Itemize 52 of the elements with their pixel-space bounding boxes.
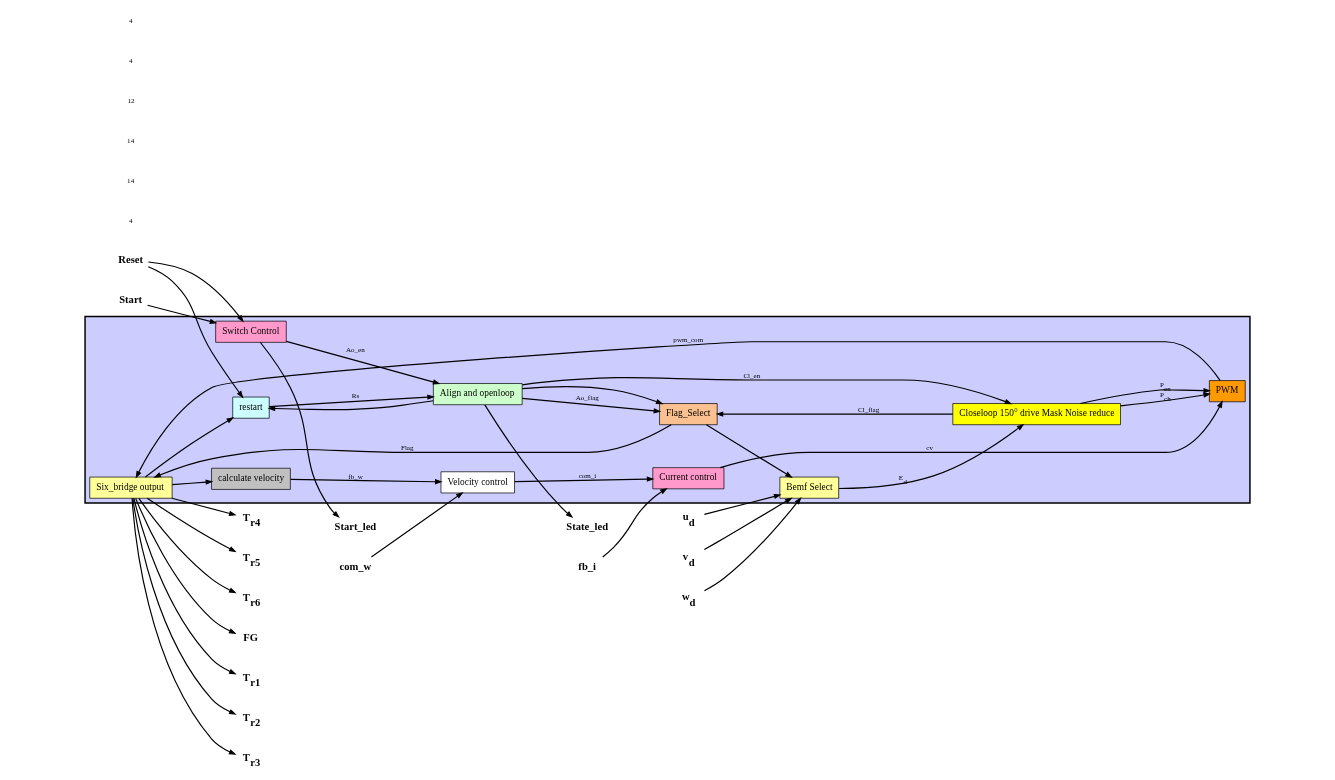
arrow — [144, 417, 235, 478]
node-text: fb_i — [578, 560, 597, 572]
arrow — [153, 424, 672, 478]
arrow — [138, 497, 237, 594]
arrow — [521, 377, 1013, 405]
node-box: Six_bridge output — [89, 476, 173, 499]
arrow — [132, 497, 237, 715]
arrow — [715, 411, 954, 417]
arrow — [146, 304, 218, 324]
arrow — [131, 497, 237, 755]
arrow — [703, 497, 802, 592]
arrow — [602, 487, 668, 558]
node-box: calculate velocity — [211, 467, 291, 490]
arrow — [135, 497, 237, 634]
node-text: Start — [119, 294, 143, 306]
arrow — [838, 423, 1025, 490]
node-box: Current control — [652, 467, 725, 490]
arrow — [147, 261, 244, 323]
node-box: Align and openloop — [433, 383, 523, 406]
arrow — [703, 493, 782, 515]
arrow — [171, 479, 214, 486]
arrow — [514, 476, 655, 483]
arrow — [267, 400, 434, 412]
node-box: restart — [232, 396, 270, 419]
arrow — [370, 491, 464, 558]
arrow — [1120, 392, 1212, 407]
node-box: Bemf Select — [779, 476, 840, 499]
arrow — [705, 424, 793, 478]
arrow — [290, 478, 443, 485]
node-text: Start_led — [334, 520, 377, 532]
node-box: Closeloop 150° drive Mask Noise reduce — [952, 403, 1121, 426]
arrow — [1079, 387, 1212, 405]
arrow — [521, 386, 664, 405]
arrow — [135, 341, 1221, 479]
node-text: com_w — [339, 560, 372, 572]
node-box: Switch Control — [215, 320, 287, 343]
arrow — [268, 394, 435, 408]
arrow — [147, 266, 244, 399]
node-text: Reset — [118, 254, 143, 266]
node-text: State_led — [566, 520, 609, 532]
arrow — [146, 497, 237, 553]
arrow — [285, 340, 441, 385]
node-box: PWM — [1209, 380, 1246, 403]
arrow — [133, 497, 237, 675]
arrow — [259, 341, 340, 519]
arrow — [171, 497, 237, 516]
node-box: Velocity control — [440, 471, 515, 494]
node-text: FG — [243, 631, 259, 643]
arrow — [484, 404, 574, 519]
node-box: Flag_Select — [659, 403, 718, 426]
arrow — [521, 397, 662, 414]
arrow — [703, 497, 793, 551]
